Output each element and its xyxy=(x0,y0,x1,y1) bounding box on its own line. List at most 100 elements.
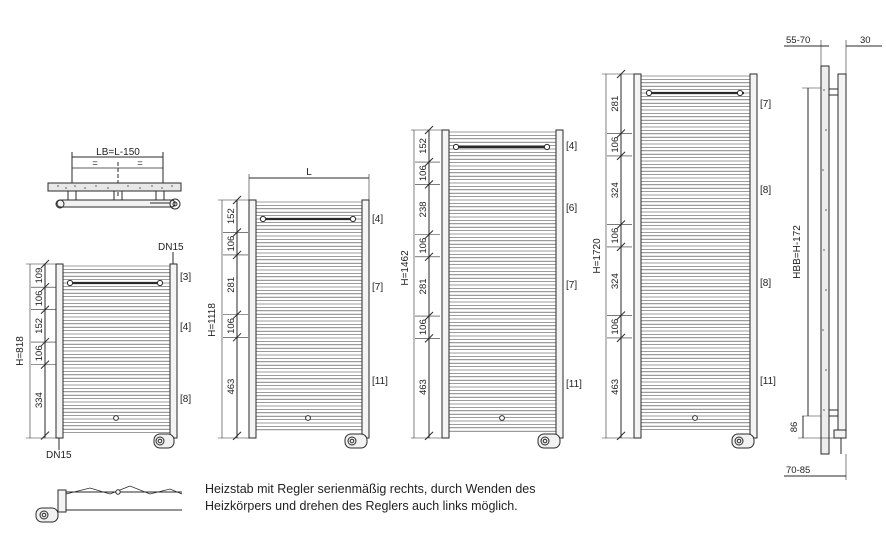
dimension-tick xyxy=(232,431,242,441)
radiator-1-dn-bottom: DN15 xyxy=(46,450,72,461)
dimension-label: 324 xyxy=(610,182,621,198)
radiator-2 xyxy=(218,174,370,449)
radiator-1-ref-2: [4] xyxy=(180,322,191,333)
dimension-label: 281 xyxy=(418,278,429,294)
dimension-label: 463 xyxy=(226,379,237,395)
radiator-4-total: H=1720 xyxy=(592,238,603,274)
dimension-tick xyxy=(232,250,242,260)
radiator-2-tubes xyxy=(255,201,362,431)
dimension-label: 106 xyxy=(418,319,429,335)
side-view-bottom-gap: 86 xyxy=(789,422,800,433)
top-view-equal-left: = xyxy=(92,158,98,169)
dimension-label: 281 xyxy=(226,277,237,293)
dimension-tick xyxy=(40,360,50,369)
side-view-height: HBB=H-172 xyxy=(792,225,803,279)
dimension-label: 106 xyxy=(34,345,45,361)
dimension-tick xyxy=(616,69,626,79)
dimension-tick xyxy=(616,220,626,229)
dimension-tick xyxy=(40,305,50,315)
dimension-label: 106 xyxy=(226,236,237,252)
dimension-label: 106 xyxy=(610,228,621,244)
dimension-label: 238 xyxy=(418,201,429,217)
dimension-label: 152 xyxy=(34,318,45,334)
dimension-label: 152 xyxy=(418,138,429,154)
radiator-4-dimensions: 281 106 324 106 324 106 463 xyxy=(607,69,632,441)
radiator-3-ref-4: [11] xyxy=(566,379,582,390)
radiator-3 xyxy=(411,129,564,449)
dimension-tick xyxy=(616,151,626,161)
side-view xyxy=(784,40,882,480)
dimension-label: 106 xyxy=(418,238,429,254)
dimension-tick xyxy=(424,431,434,441)
radiator-4-tubes xyxy=(640,75,750,430)
radiator-4-ref-1: [7] xyxy=(760,99,771,110)
radiator-1-dn-top: DN15 xyxy=(158,242,184,253)
top-view xyxy=(47,152,182,210)
dimension-tick xyxy=(40,259,50,269)
dimension-label: 334 xyxy=(34,392,45,408)
dimension-tick xyxy=(424,333,434,343)
heating-rod-icon xyxy=(35,485,183,523)
radiator-4-ref-2: [8] xyxy=(760,185,771,196)
note-line-1: Heizstab mit Regler serienmäßig rechts, … xyxy=(205,482,536,496)
dimension-tick xyxy=(40,282,50,292)
radiator-1-ref-3: [8] xyxy=(180,394,191,405)
dimension-tick xyxy=(232,228,242,237)
top-view-label: LB=L-150 xyxy=(96,147,140,158)
dimension-tick xyxy=(40,337,50,347)
radiator-2-ref-3: [11] xyxy=(372,376,388,387)
radiator-3-dimensions: 152 106 238 106 281 106 463 xyxy=(415,125,440,441)
dimension-label: 106 xyxy=(34,291,45,307)
radiator-1-total: H=818 xyxy=(15,336,26,366)
dimension-tick xyxy=(616,333,626,343)
radiator-3-total: H=1462 xyxy=(400,250,411,286)
dimension-tick xyxy=(232,310,242,320)
radiator-1 xyxy=(26,252,178,450)
dimension-label: 106 xyxy=(226,318,237,334)
dimension-tick xyxy=(616,311,626,320)
radiator-1-ref-1: [3] xyxy=(180,272,191,283)
note-line-2: Heizkörpers und drehen des Reglers auch … xyxy=(205,499,518,513)
radiator-4-ref-4: [11] xyxy=(760,376,776,387)
dimension-tick xyxy=(424,125,434,135)
dimension-label: 106 xyxy=(610,319,621,335)
top-view-equal-right: = xyxy=(137,158,143,169)
dimension-tick xyxy=(424,311,434,321)
radiator-3-ref-3: [7] xyxy=(566,280,577,291)
dimension-tick xyxy=(424,252,434,262)
dimension-tick xyxy=(40,431,50,441)
radiator-1-tubes xyxy=(62,265,170,433)
dimension-label: 152 xyxy=(226,208,237,224)
dimension-label: 109 xyxy=(34,268,45,284)
dimension-tick xyxy=(424,179,434,189)
radiator-2-dimensions: 152 106 281 106 463 xyxy=(223,195,248,441)
radiator-2-total: H=1118 xyxy=(207,303,218,337)
dimension-tick xyxy=(424,157,434,167)
side-view-top-left: 55-70 xyxy=(786,35,810,46)
radiator-2-ref-1: [4] xyxy=(372,214,383,225)
dimension-label: 106 xyxy=(610,137,621,153)
radiator-3-ref-2: [6] xyxy=(566,203,577,214)
dimension-label: 106 xyxy=(418,165,429,181)
dimension-label: 463 xyxy=(418,379,429,395)
dimension-label: 463 xyxy=(610,379,621,395)
dimension-tick xyxy=(616,431,626,441)
radiator-2-width: L xyxy=(306,167,312,178)
side-view-top-right: 30 xyxy=(860,35,871,46)
radiator-3-ref-1: [4] xyxy=(566,141,577,152)
dimension-label: 281 xyxy=(610,96,621,112)
radiator-4-ref-3: [8] xyxy=(760,278,771,289)
dimension-tick xyxy=(616,242,626,252)
radiator-3-tubes xyxy=(448,131,556,432)
dimension-label: 324 xyxy=(610,273,621,289)
dimension-tick xyxy=(232,332,242,342)
radiator-4 xyxy=(602,73,758,449)
radiator-2-ref-2: [7] xyxy=(372,282,383,293)
dimension-tick xyxy=(424,230,434,239)
heating-rod-note: Heizstab mit Regler serienmäßig rechts, … xyxy=(205,481,625,515)
dimension-tick xyxy=(232,195,242,205)
side-view-bottom: 70-85 xyxy=(786,465,810,476)
dimension-tick xyxy=(616,129,626,138)
radiator-1-dimensions: 109 106 152 106 334 xyxy=(31,259,56,441)
